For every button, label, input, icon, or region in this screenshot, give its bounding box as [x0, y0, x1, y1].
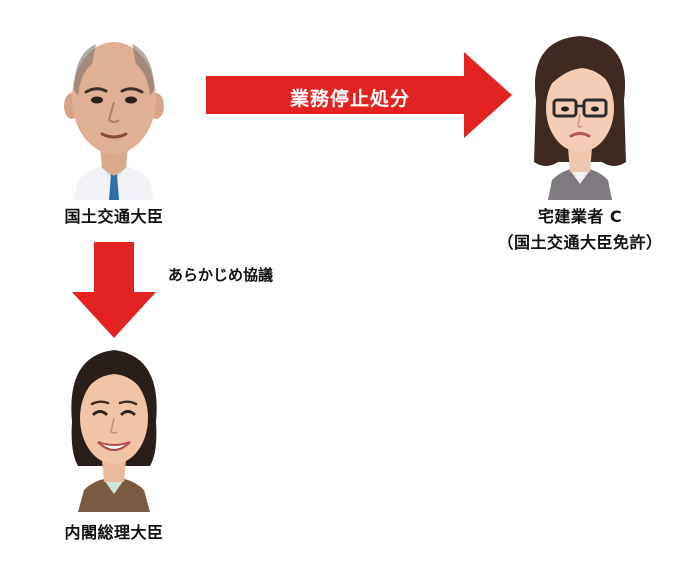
suspension-arrow	[206, 52, 512, 138]
consultation-arrow-label: あらかじめ協議	[168, 266, 274, 284]
prime-minister-avatar	[71, 350, 157, 512]
consultation-arrow	[72, 242, 156, 338]
broker-avatar	[534, 36, 626, 200]
prime-minister-label: 内閣総理大臣	[64, 523, 164, 542]
suspension-arrow-label: 業務停止処分	[290, 88, 411, 110]
broker-label-line2: （国土交通大臣免許）	[497, 233, 663, 252]
minister-land-label: 国土交通大臣	[64, 207, 164, 226]
broker-label-line1: 宅建業者 C	[537, 207, 623, 226]
minister-land-avatar	[64, 42, 164, 200]
